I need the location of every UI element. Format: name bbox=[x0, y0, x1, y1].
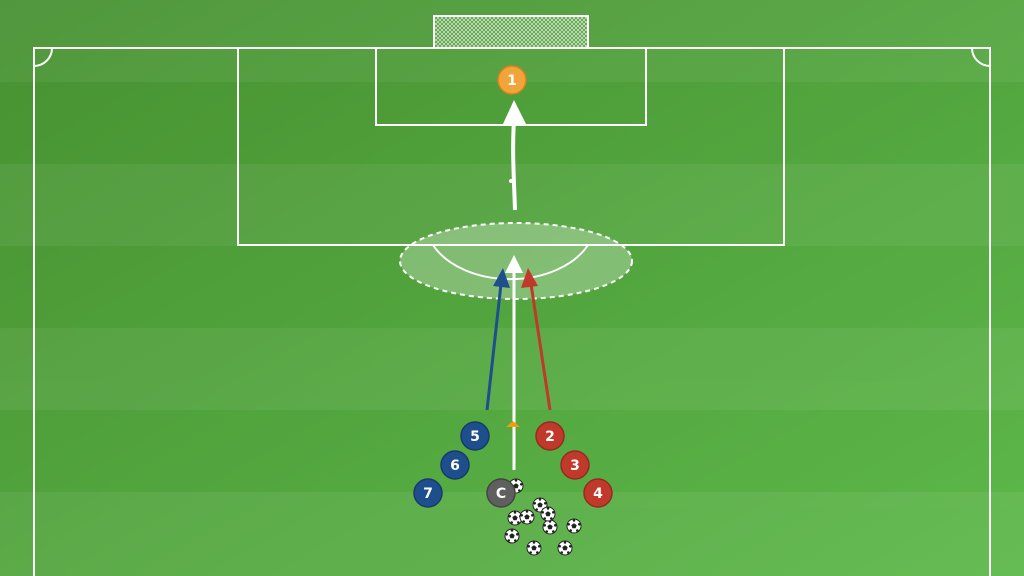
corner-arc-left bbox=[33, 47, 53, 67]
player-coach: C bbox=[486, 478, 516, 508]
player-number: 3 bbox=[570, 458, 580, 474]
player-blue-5: 5 bbox=[460, 421, 490, 451]
player-red-2: 2 bbox=[535, 421, 565, 451]
player-number: 5 bbox=[470, 429, 480, 445]
goal-net bbox=[433, 15, 589, 49]
run-arrow-blue bbox=[485, 268, 510, 411]
pass-arrow-to-keeper bbox=[503, 100, 526, 211]
corner-arc-right bbox=[971, 47, 991, 67]
soccer-ball bbox=[542, 519, 558, 535]
run-arrow-red bbox=[521, 268, 552, 411]
soccer-ball bbox=[566, 518, 582, 534]
soccer-ball bbox=[519, 509, 535, 525]
soccer-ball bbox=[540, 506, 556, 522]
ball-pile bbox=[504, 478, 582, 556]
soccer-ball bbox=[507, 510, 523, 526]
soccer-ball bbox=[526, 540, 542, 556]
player-number: C bbox=[496, 486, 506, 502]
player-goalkeeper: 1 bbox=[497, 65, 527, 95]
cone-marker bbox=[506, 421, 520, 427]
player-red-4: 4 bbox=[583, 478, 613, 508]
player-red-3: 3 bbox=[560, 450, 590, 480]
player-blue-7: 7 bbox=[413, 478, 443, 508]
player-number: 1 bbox=[507, 73, 517, 89]
penalty-arc bbox=[432, 244, 589, 281]
player-number: 6 bbox=[450, 458, 460, 474]
player-number: 4 bbox=[593, 486, 603, 502]
player-number: 2 bbox=[545, 429, 555, 445]
soccer-ball bbox=[557, 540, 573, 556]
soccer-ball bbox=[504, 528, 520, 544]
player-number: 7 bbox=[423, 486, 433, 502]
pass-arrow-from-coach bbox=[505, 255, 523, 470]
player-blue-6: 6 bbox=[440, 450, 470, 480]
